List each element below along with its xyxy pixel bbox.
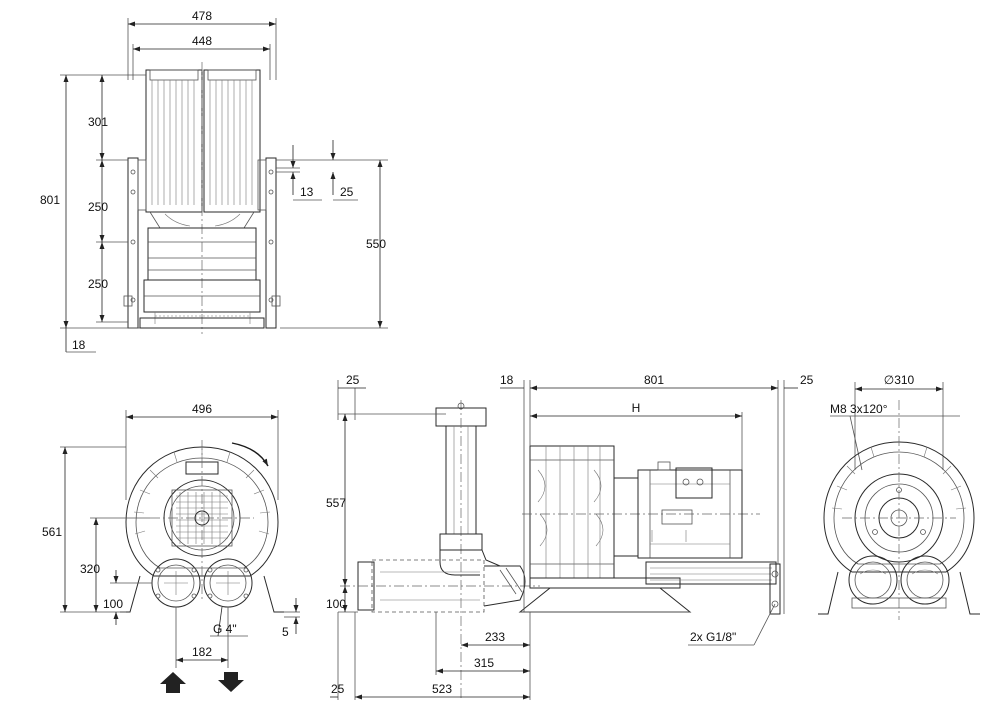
dim-front-width: 496 (192, 402, 212, 416)
housing-ribs (537, 446, 604, 578)
side-view: 25 (326, 373, 814, 700)
dim-side-motor-h: H (632, 401, 641, 415)
dim-side-silencer-height: 557 (326, 496, 346, 510)
dim-side-bottom-offset: 25 (331, 682, 345, 696)
dim-end-diameter: ∅310 (884, 373, 915, 387)
dim-front-height: 561 (42, 525, 62, 539)
dim-side-port-height: 100 (326, 597, 346, 611)
dim-side-length: 801 (644, 373, 664, 387)
dim-top-width-inner: 448 (192, 34, 212, 48)
dim-top-height-total: 801 (40, 193, 60, 207)
dim-side-top-offset: 25 (346, 373, 360, 387)
front-view: 496 (42, 402, 300, 693)
dim-top-seg-301: 301 (88, 115, 108, 129)
outlet-arrow-icon (218, 672, 244, 692)
dim-front-port-height: 100 (103, 597, 123, 611)
dim-top-width-outer: 478 (192, 9, 212, 23)
dim-side-flange: 18 (500, 373, 514, 387)
dim-side-end: 25 (800, 373, 814, 387)
dim-top-base-18: 18 (72, 338, 86, 352)
dim-side-233: 233 (485, 630, 505, 644)
dim-front-port-thread: G 4" (213, 622, 237, 636)
dim-front-port-spacing: 182 (192, 645, 212, 659)
dim-top-offset-13: 13 (300, 185, 314, 199)
dim-side-total: 523 (432, 682, 452, 696)
inlet-arrow-icon (160, 672, 186, 693)
dim-top-seg-250a: 250 (88, 200, 108, 214)
dim-top-offset-25: 25 (340, 185, 354, 199)
dim-end-bolts: M8 3x120° (830, 402, 888, 416)
top-view: 478 448 (40, 9, 388, 353)
dim-side-grease: 2x G1/8" (690, 630, 736, 644)
end-view: ∅310 M8 3x120° (818, 373, 980, 620)
end-ribs (831, 446, 967, 510)
dim-front-foot: 5 (282, 625, 289, 639)
dim-top-seg-250b: 250 (88, 277, 108, 291)
dim-side-315: 315 (474, 656, 494, 670)
dim-top-height-550: 550 (366, 237, 386, 251)
dim-front-axis-height: 320 (80, 562, 100, 576)
